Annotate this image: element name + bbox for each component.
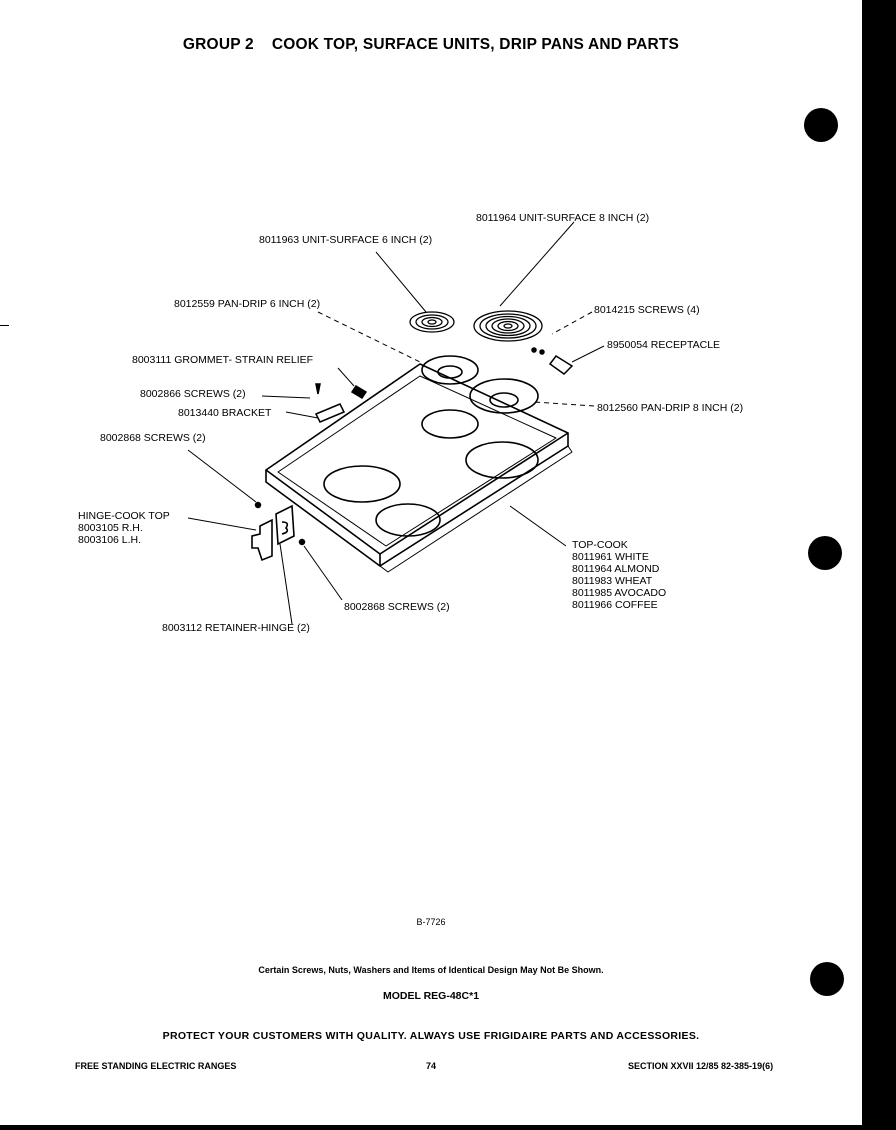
label-screws-hinge: 8002868 SCREWS (2) xyxy=(100,432,206,444)
binder-hole-top xyxy=(804,108,838,142)
label-hinge-title: HINGE-COOK TOP xyxy=(78,510,170,522)
cooktop-outline xyxy=(265,363,573,573)
label-hinge-lh: 8003106 L.H. xyxy=(78,534,142,546)
hinge-parts xyxy=(251,504,295,562)
label-topcook-title: TOP-COOK xyxy=(572,539,628,551)
label-pan-drip-6: 8012559 PAN-DRIP 6 INCH (2) xyxy=(174,298,321,310)
label-topcook-avocado: 8011985 AVOCADO xyxy=(572,587,667,599)
label-topcook-coffee: 8011966 COFFEE xyxy=(572,599,658,611)
disclaimer: Certain Screws, Nuts, Washers and Items … xyxy=(258,965,604,975)
label-screws-bottom: 8002868 SCREWS (2) xyxy=(344,601,450,613)
label-topcook-almond: 8011964 ALMOND xyxy=(572,563,660,575)
label-screws-bracket: 8002866 SCREWS (2) xyxy=(140,388,246,400)
label-hinge-group: HINGE-COOK TOP 8003105 R.H. 8003106 L.H. xyxy=(78,510,170,546)
label-grommet: 8003111 GROMMET- STRAIN RELIEF xyxy=(132,354,314,366)
label-topcook-wheat: 8011983 WHEAT xyxy=(572,575,653,587)
footer-page-number: 74 xyxy=(426,1061,437,1071)
binder-hole-bottom xyxy=(810,962,844,996)
binder-hole-middle xyxy=(808,536,842,570)
page-title: GROUP 2 COOK TOP, SURFACE UNITS, DRIP PA… xyxy=(182,36,680,53)
label-pan-drip-8: 8012560 PAN-DRIP 8 INCH (2) xyxy=(597,402,744,414)
burner-holes xyxy=(323,409,539,537)
promo-line: PROTECT YOUR CUSTOMERS WITH QUALITY. ALW… xyxy=(162,1030,700,1042)
model-number: MODEL REG-48C*1 xyxy=(382,990,480,1002)
label-topcook-white: 8011961 WHITE xyxy=(572,551,649,563)
exploded-parts-diagram xyxy=(187,221,605,625)
label-screws-4: 8014215 SCREWS (4) xyxy=(594,304,700,316)
figure-code: B-7726 xyxy=(416,917,446,927)
label-hinge-rh: 8003105 R.H. xyxy=(78,522,143,534)
small-parts xyxy=(254,347,574,546)
leader-lines xyxy=(187,221,605,625)
label-receptacle: 8950054 RECEPTACLE xyxy=(607,339,721,351)
label-bracket: 8013440 BRACKET xyxy=(178,407,272,419)
surface-units xyxy=(409,310,543,342)
catalog-page: GROUP 2 COOK TOP, SURFACE UNITS, DRIP PA… xyxy=(0,0,865,1125)
label-unit-surface-6: 8011963 UNIT-SURFACE 6 INCH (2) xyxy=(259,234,433,246)
label-topcook-group: TOP-COOK 8011961 WHITE 8011964 ALMOND 80… xyxy=(572,539,666,611)
drip-pans xyxy=(421,355,539,414)
margin-tick xyxy=(0,325,9,326)
footer-right: SECTION XXVII 12/85 82-385-19(6) xyxy=(628,1061,774,1071)
footer-left: FREE STANDING ELECTRIC RANGES xyxy=(75,1061,237,1071)
label-unit-surface-8: 8011964 UNIT-SURFACE 8 INCH (2) xyxy=(476,212,650,224)
label-retainer: 8003112 RETAINER-HINGE (2) xyxy=(162,622,310,634)
